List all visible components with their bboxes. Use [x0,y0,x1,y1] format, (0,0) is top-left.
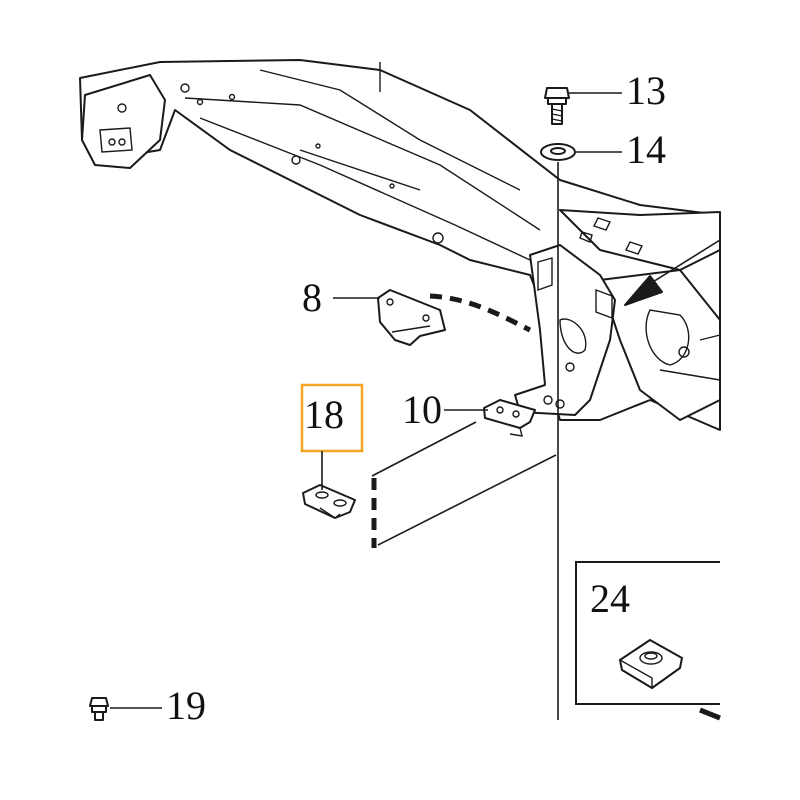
callout-19: 19 [166,683,206,728]
washer-part-14-icon [540,143,576,161]
callout-13: 13 [626,68,666,113]
callout-8: 8 [302,275,322,320]
plate-part-10-icon [483,399,536,437]
callout-24: 24 [590,576,630,621]
bolt-part-13-icon [544,87,570,125]
callout-10: 10 [402,387,442,432]
subframe-assembly [79,59,721,431]
dash-line-part-8 [429,293,532,333]
callout-18: 18 [304,392,344,437]
nut-part-24-icon [619,639,683,690]
bracket-part-8-icon [377,289,446,346]
inset-part-24: 24 [575,561,721,721]
vertical-mount-bracket [514,244,616,416]
callout-14: 14 [626,127,666,172]
assembly-line-lower [377,454,557,546]
callout-18-highlight [300,383,364,453]
plate-part-18-icon [302,484,356,519]
assembly-line-upper [371,421,477,477]
bolt-part-19-icon [89,697,109,721]
